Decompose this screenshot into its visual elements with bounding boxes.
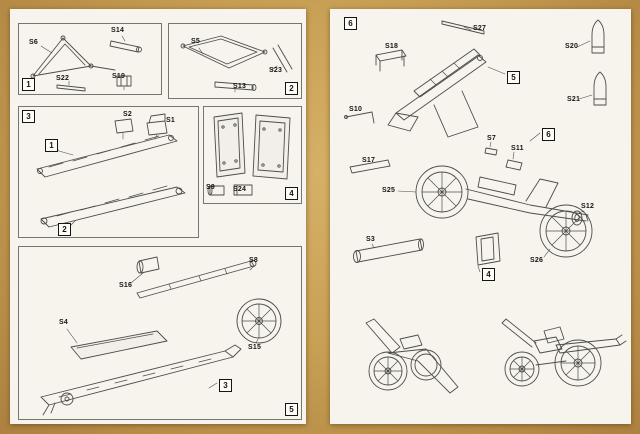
part-label-s6: S6	[29, 39, 38, 46]
part-label-s5: S5	[191, 38, 200, 45]
assembly-art-step-1	[30, 35, 142, 92]
step-badge-6: 6	[344, 17, 357, 30]
assembly-art-steps-6-7-final	[344, 19, 627, 394]
part-label-s20: S20	[565, 43, 579, 50]
assembly-art-step-3	[36, 113, 186, 228]
part-label-s2: S2	[123, 111, 132, 118]
part-label-s23: S23	[269, 67, 283, 74]
part-label-s12: S12	[581, 203, 595, 210]
part-label-s21: S21	[567, 96, 581, 103]
assembly-callout-1: 1	[45, 139, 58, 152]
diagram-step-2: S5 S23 S13 2	[168, 23, 302, 99]
assembly-callout-3: 3	[219, 379, 232, 392]
part-label-s27: S27	[473, 25, 487, 32]
assembly-callout-4: 4	[482, 268, 495, 281]
part-label-s25: S25	[382, 187, 396, 194]
part-label-s3: S3	[366, 236, 375, 243]
part-label-s10: S10	[349, 106, 363, 113]
part-label-s16: S16	[119, 282, 133, 289]
assembly-callout-6: 6	[542, 128, 555, 141]
assembly-art-step-2	[180, 35, 293, 93]
assembly-callout-5: 5	[507, 71, 520, 84]
assembly-art-step-4	[207, 112, 291, 196]
part-label-s14: S14	[111, 27, 125, 34]
page-right: 6 S18 S27 5 S10 S17 S20 S21 6 S7 S11 S25…	[330, 9, 631, 424]
step-badge-2: 2	[285, 82, 298, 95]
part-label-s7: S7	[487, 135, 496, 142]
step-badge-1: 1	[22, 78, 35, 91]
part-label-s4: S4	[59, 319, 68, 326]
part-label-s26: S26	[530, 257, 544, 264]
diagram-step-5: S16 S8 S4 S15 3 5	[18, 246, 302, 420]
assembly-art-step-5	[40, 256, 282, 416]
part-label-s19: S19	[112, 73, 126, 80]
part-label-s9: S9	[206, 184, 215, 191]
diagram-step-1: S6 S14 S22 S19 1	[18, 23, 162, 95]
part-label-s13: S13	[233, 83, 247, 90]
step-badge-3: 3	[22, 110, 35, 123]
part-label-s24: S24	[233, 186, 247, 193]
part-label-s1: S1	[166, 117, 175, 124]
step-badge-4: 4	[285, 187, 298, 200]
part-label-s8: S8	[249, 257, 258, 264]
diagram-step-3: 3 1 2 S2 S1	[18, 106, 199, 238]
part-label-s11: S11	[511, 145, 524, 152]
part-label-s22: S22	[56, 75, 70, 82]
diagram-step-4: S9 S24 4	[203, 106, 302, 204]
part-label-s17: S17	[362, 157, 376, 164]
part-label-s15: S15	[248, 344, 262, 351]
assembly-callout-2: 2	[58, 223, 71, 236]
part-label-s18: S18	[385, 43, 399, 50]
page-left: S6 S14 S22 S19 1 S5 S23 S13 2	[10, 9, 306, 424]
step-badge-5: 5	[285, 403, 298, 416]
